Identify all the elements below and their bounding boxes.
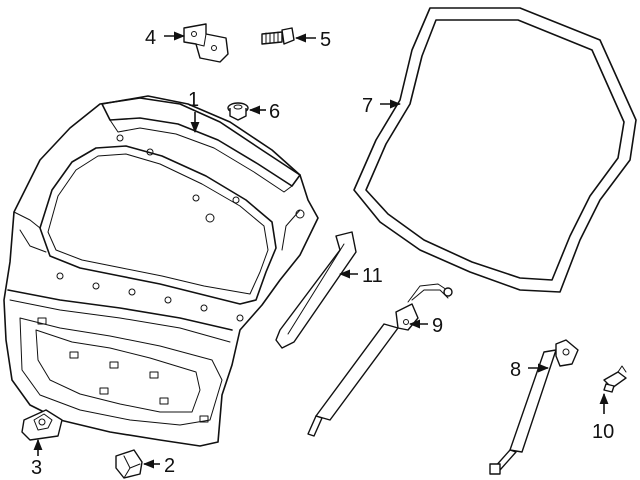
part-liftgate <box>3 95 319 447</box>
part-latch <box>21 409 63 441</box>
part-weatherstrip <box>353 7 637 293</box>
part-hinge <box>183 23 229 63</box>
callout-leaders <box>33 31 609 469</box>
part-nut <box>227 102 249 121</box>
callout-3: 3 <box>31 457 42 479</box>
part-bolt <box>261 27 295 45</box>
part-clip <box>603 365 627 393</box>
part-switch <box>115 449 143 479</box>
callout-8: 8 <box>510 359 521 381</box>
callout-1: 1 <box>188 89 199 111</box>
callout-11: 11 <box>362 265 383 287</box>
callout-labels: 1 2 3 4 5 6 7 8 9 10 11 <box>31 27 614 479</box>
callout-5: 5 <box>320 29 331 51</box>
callout-2: 2 <box>164 455 175 477</box>
callout-10: 10 <box>592 421 614 443</box>
callout-9: 9 <box>432 315 443 337</box>
part-strut-right <box>489 339 579 475</box>
part-strut-left <box>307 283 453 437</box>
part-trim-strip <box>275 231 357 349</box>
callout-4: 4 <box>145 27 156 49</box>
callout-7: 7 <box>362 95 373 117</box>
callout-6: 6 <box>269 101 280 123</box>
